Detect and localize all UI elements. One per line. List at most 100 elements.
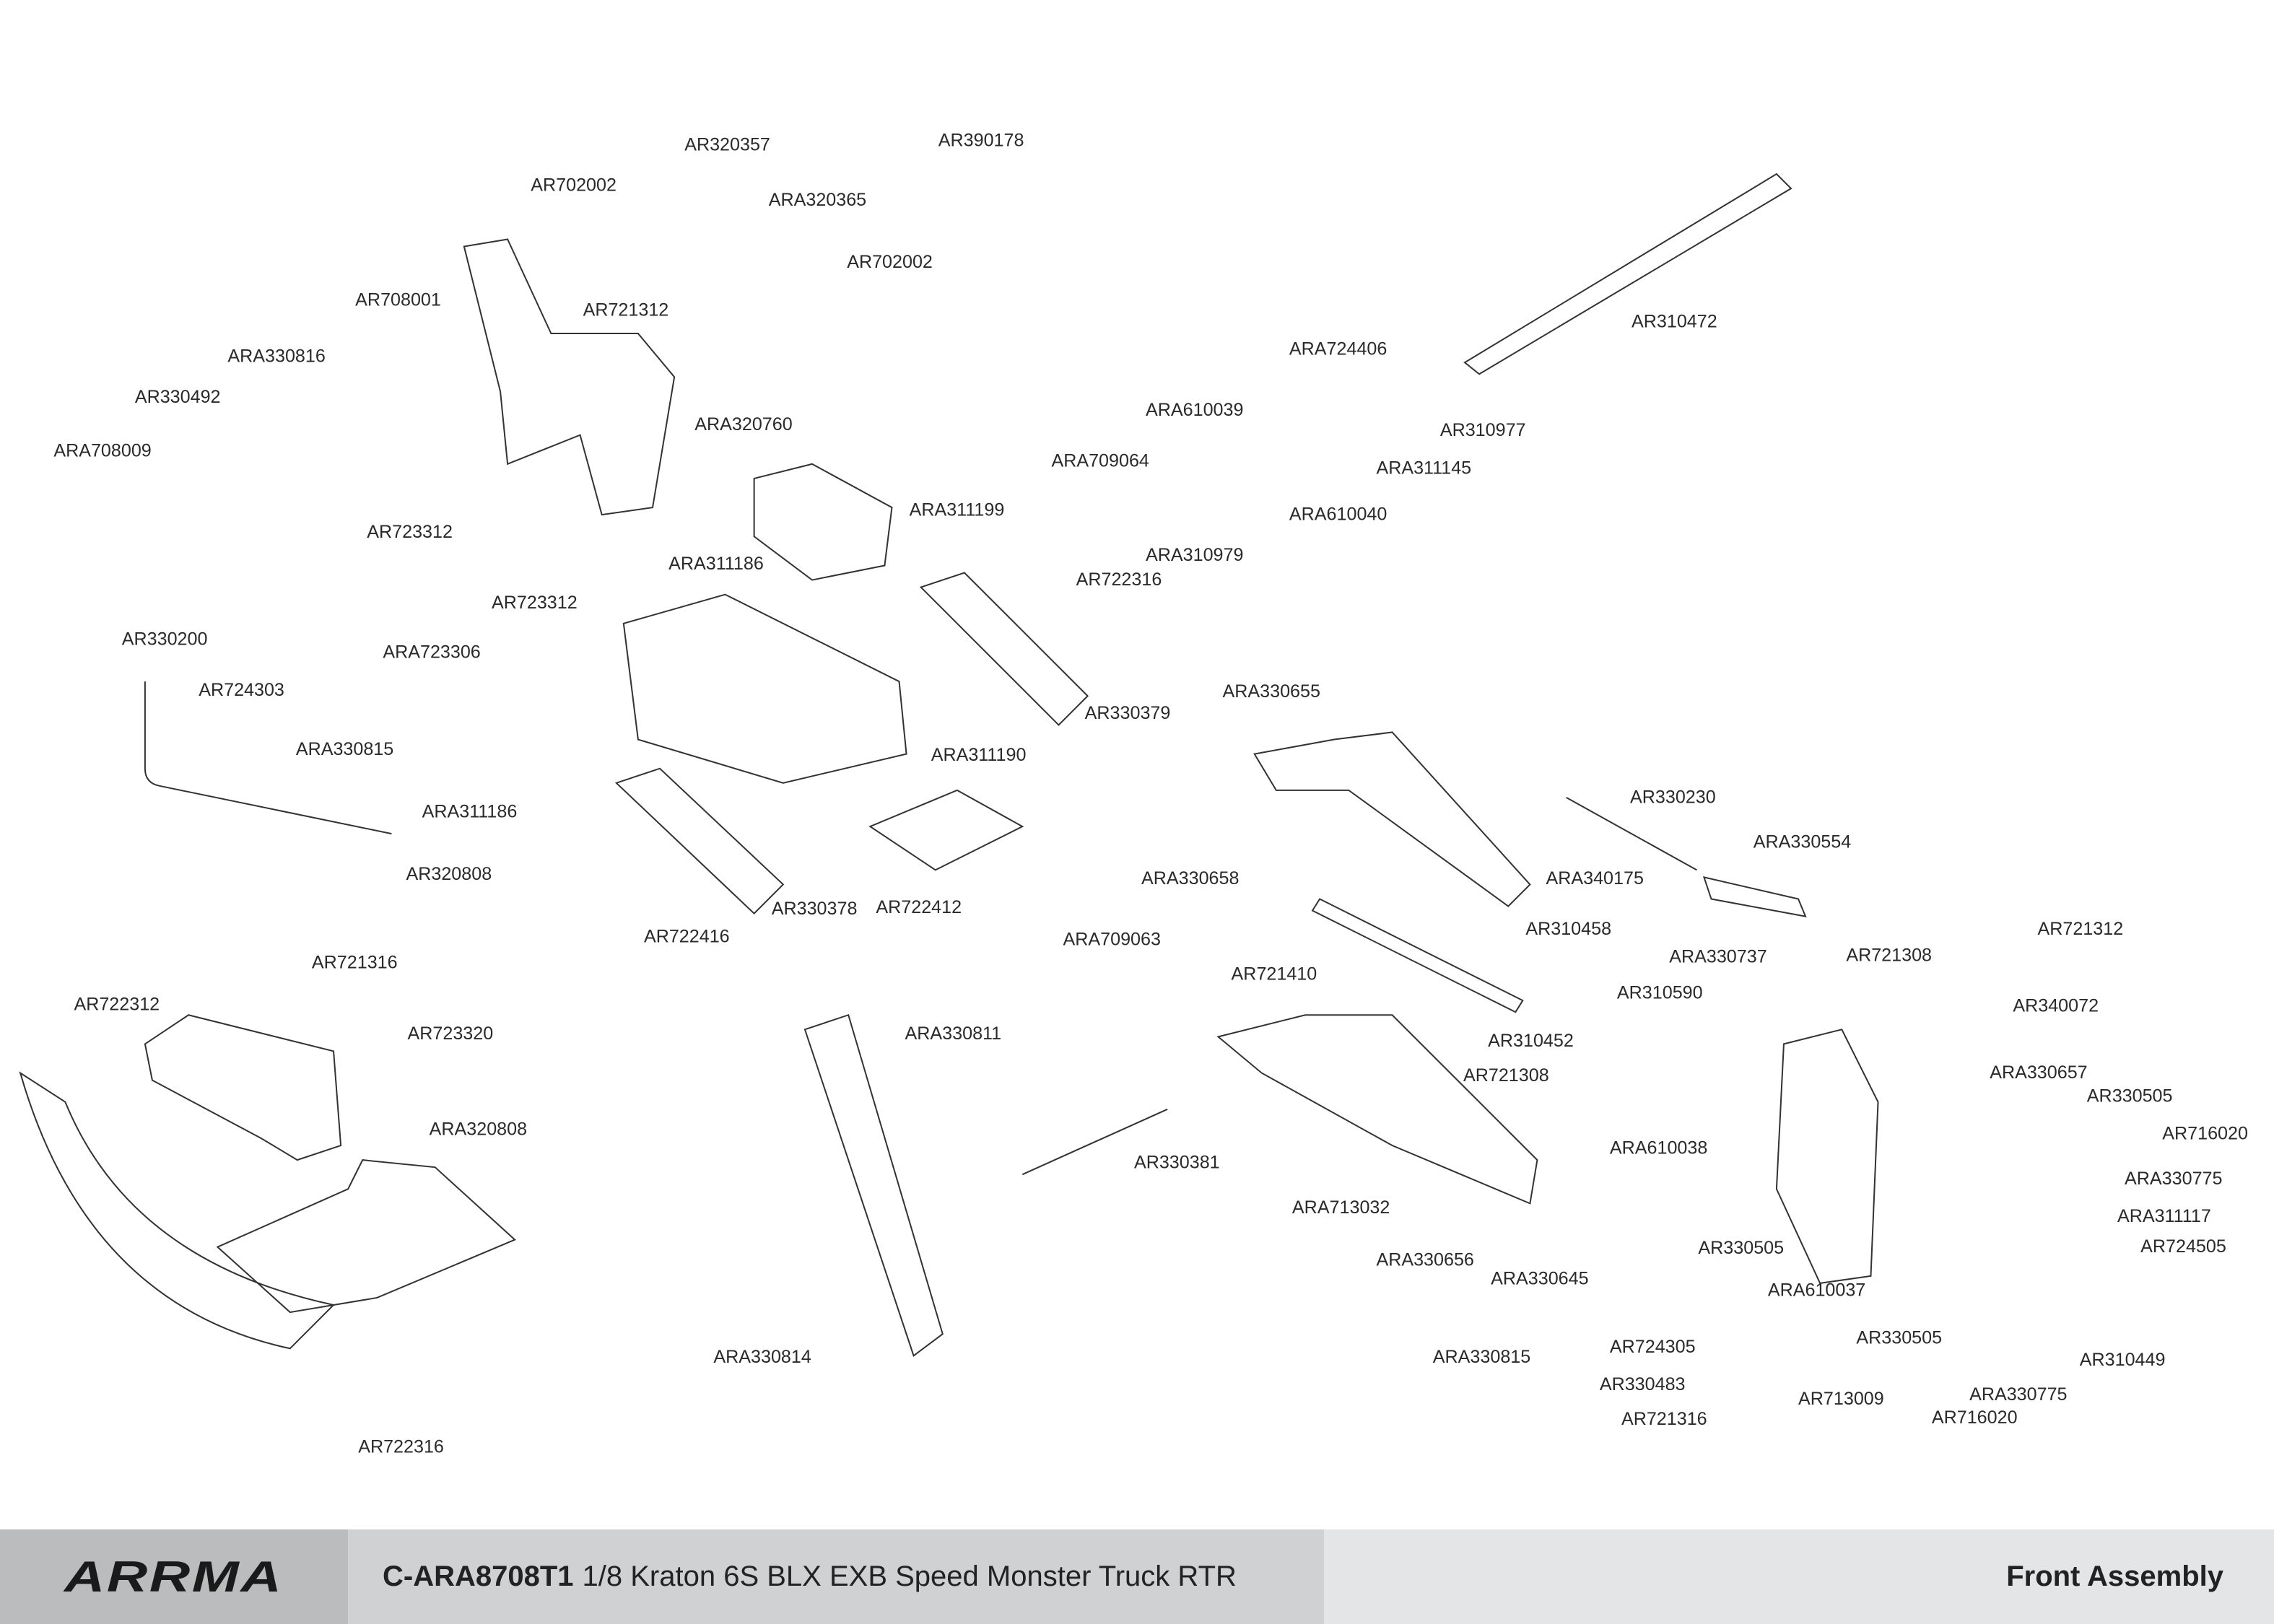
part-callout: ARA724406 xyxy=(1289,339,1388,359)
part-callout: AR310458 xyxy=(1525,919,1612,940)
part-callout: AR716020 xyxy=(1931,1407,2018,1428)
part-callout: AR320357 xyxy=(684,134,770,155)
part-number: C-ARA8708T1 xyxy=(383,1560,574,1592)
part-callout: AR724505 xyxy=(2140,1236,2226,1257)
product-title: C-ARA8708T1 1/8 Kraton 6S BLX EXB Speed … xyxy=(348,1529,1324,1624)
part-callout: AR310449 xyxy=(2079,1349,2166,1370)
part-callout: ARA311117 xyxy=(2117,1205,2211,1227)
part-callout: ARA610037 xyxy=(1767,1280,1866,1301)
part-callout: ARA330737 xyxy=(1669,946,1767,967)
part-callout: AR722416 xyxy=(643,926,730,947)
part-callout: AR330378 xyxy=(771,899,858,920)
part-callout: AR330381 xyxy=(1133,1152,1220,1173)
part-callout: ARA311145 xyxy=(1376,458,1472,479)
part-callout: AR723320 xyxy=(407,1023,494,1044)
servo-saver xyxy=(1702,876,1807,917)
brand-logo: ARRMA xyxy=(0,1529,348,1624)
part-callout: AR721312 xyxy=(2037,919,2124,940)
part-callout: ARA330645 xyxy=(1491,1268,1589,1289)
part-callout: ARA320365 xyxy=(768,189,867,210)
part-callout: ARA330658 xyxy=(1141,868,1240,889)
title-block: ARRMA C-ARA8708T1 1/8 Kraton 6S BLX EXB … xyxy=(0,1529,2274,1624)
part-callout: ARA310979 xyxy=(1146,544,1244,565)
part-callout: AR722316 xyxy=(358,1436,444,1457)
part-callout: AR702002 xyxy=(531,175,617,196)
part-callout: AR330230 xyxy=(1630,787,1716,808)
part-callout: ARA709064 xyxy=(1051,450,1149,471)
part-callout: AR310452 xyxy=(1488,1030,1574,1051)
skid-plate xyxy=(216,1159,516,1314)
part-callout: AR721312 xyxy=(583,300,669,320)
part-callout: ARA330816 xyxy=(227,346,326,367)
part-callout: AR330483 xyxy=(1599,1374,1686,1395)
part-callout: AR721308 xyxy=(1846,945,1933,966)
part-callout: ARA330656 xyxy=(1376,1249,1474,1270)
part-callout: ARA610040 xyxy=(1289,504,1388,525)
part-callout: ARA330657 xyxy=(1990,1062,2088,1083)
differential xyxy=(753,463,893,581)
part-callout: ARA320808 xyxy=(429,1119,528,1140)
front-bumper xyxy=(19,1071,336,1350)
steering-link xyxy=(1566,797,1697,871)
part-callout: AR702002 xyxy=(847,252,933,273)
part-callout: ARA311186 xyxy=(422,801,518,822)
part-callout: ARA330775 xyxy=(2125,1168,2223,1189)
part-callout: AR390178 xyxy=(938,130,1024,151)
logo-text: ARRMA xyxy=(64,1553,284,1601)
part-callout: ARA340175 xyxy=(1546,868,1644,889)
gearbox-housing xyxy=(622,593,907,784)
part-callout: AR330200 xyxy=(121,629,208,650)
shock-body xyxy=(803,1013,944,1357)
chassis-brace-front xyxy=(614,767,785,915)
part-callout: AR721316 xyxy=(1621,1409,1707,1430)
part-callout: AR713009 xyxy=(1798,1389,1884,1410)
part-callout: AR716020 xyxy=(2162,1123,2248,1144)
part-callout: AR330492 xyxy=(134,386,221,407)
part-callout: ARA723306 xyxy=(383,642,481,663)
part-callout: ARA610039 xyxy=(1146,399,1244,421)
part-callout: AR721410 xyxy=(1231,964,1317,985)
part-callout: ARA330815 xyxy=(295,739,394,760)
part-callout: ARA320760 xyxy=(694,414,793,435)
part-callout: AR723312 xyxy=(492,593,578,614)
part-callout: ARA709063 xyxy=(1063,929,1161,950)
part-callout: ARA330815 xyxy=(1432,1346,1531,1367)
shock-tower xyxy=(463,238,676,516)
part-callout: ARA330554 xyxy=(1753,831,1852,852)
part-callout: ARA311199 xyxy=(909,499,1005,520)
bumper-mount xyxy=(144,1014,342,1161)
part-callout: AR330505 xyxy=(2086,1086,2173,1106)
part-callout: AR330379 xyxy=(1084,702,1171,723)
part-callout: ARA610038 xyxy=(1609,1138,1708,1158)
upper-arm xyxy=(1253,731,1531,907)
part-callout: ARA311186 xyxy=(668,553,764,575)
part-callout: AR724303 xyxy=(199,679,284,700)
part-callout: ARA330811 xyxy=(905,1023,1002,1044)
part-callout: AR722412 xyxy=(876,897,962,918)
part-callout: AR310977 xyxy=(1439,420,1526,441)
section-title: Front Assembly xyxy=(1324,1529,2274,1624)
part-callout: ARA330814 xyxy=(713,1346,811,1367)
driveshaft-rear xyxy=(1463,173,1792,375)
part-callout: ARA713032 xyxy=(1291,1197,1390,1218)
part-callout: AR721316 xyxy=(311,952,398,973)
steering-knuckle xyxy=(1775,1029,1879,1284)
part-callout: AR340072 xyxy=(2013,995,2099,1016)
part-callout: AR310472 xyxy=(1632,311,1717,332)
part-callout: AR721308 xyxy=(1463,1065,1549,1086)
parts-drawing xyxy=(19,173,1879,1357)
driveshaft-front xyxy=(1311,898,1524,1013)
part-callout: ARA330775 xyxy=(1969,1384,2068,1405)
part-callout: AR708001 xyxy=(355,289,441,310)
product-name: 1/8 Kraton 6S BLX EXB Speed Monster Truc… xyxy=(582,1560,1237,1592)
part-callout: ARA708009 xyxy=(53,440,152,461)
part-callout: AR724305 xyxy=(1609,1336,1696,1357)
part-callout: AR330505 xyxy=(1698,1238,1785,1259)
part-callout: ARA330655 xyxy=(1222,681,1320,702)
part-callout: AR722316 xyxy=(1076,569,1162,590)
part-callout: AR722312 xyxy=(74,994,160,1015)
part-callout: AR310590 xyxy=(1616,982,1703,1003)
part-callout: AR723312 xyxy=(367,521,453,542)
gasket xyxy=(868,789,1024,871)
